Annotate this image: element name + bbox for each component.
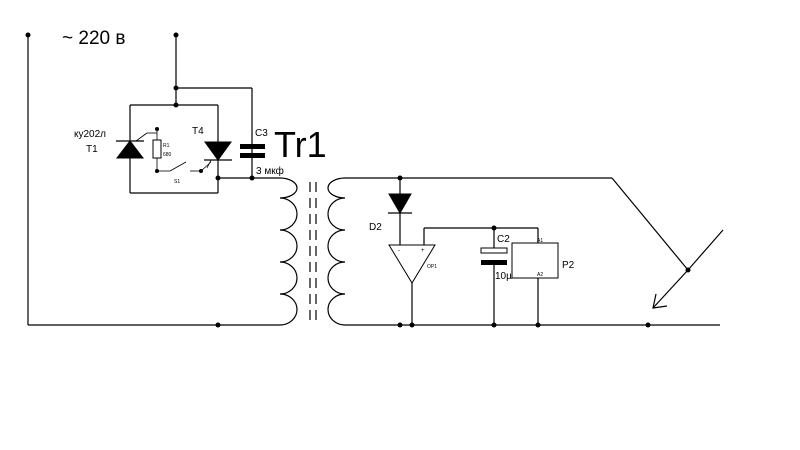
relay-p2-symbol xyxy=(511,242,559,279)
secondary-wiring xyxy=(345,177,724,326)
thyristor-t1-ref: T1 xyxy=(86,144,98,155)
diode-d2-symbol xyxy=(388,193,412,214)
capacitor-c3-symbol xyxy=(240,144,265,158)
junction-dots xyxy=(25,32,691,328)
opamp-op1-plus: + xyxy=(421,248,425,254)
switch-s1-symbol xyxy=(155,161,212,173)
relay-p2-pin-a2: A2 xyxy=(537,272,543,278)
capacitor-c2-symbol xyxy=(480,247,508,265)
supply-label: ~ 220 в xyxy=(62,28,125,49)
opamp-op1-minus: - xyxy=(398,248,400,254)
resistor-r1-symbol xyxy=(152,127,162,170)
capacitor-c3-ref: C3 xyxy=(255,128,268,139)
opamp-op1-ref: OP1 xyxy=(427,264,437,270)
opamp-op1-symbol xyxy=(388,244,436,284)
thyristor-t4-symbol xyxy=(204,141,232,169)
diode-d2-ref: D2 xyxy=(369,222,382,233)
thyristor-t1-symbol xyxy=(115,132,157,159)
resistor-r1-value: 680 xyxy=(163,152,172,158)
primary-wiring xyxy=(27,35,280,326)
transformer-secondary-coil xyxy=(327,177,346,326)
transformer-core xyxy=(309,182,317,325)
transformer-ref: Tr1 xyxy=(274,124,327,165)
thyristor-t4-ref: T4 xyxy=(192,126,204,137)
capacitor-c3-value: 3 мкф xyxy=(256,165,284,177)
capacitor-c2-value: 10µ xyxy=(495,271,512,282)
electrode-arrow xyxy=(652,269,689,309)
capacitor-c2-ref: C2 xyxy=(497,234,510,245)
thyristor-t1-type: ку202л xyxy=(74,129,106,140)
resistor-r1-label: R1 xyxy=(163,143,170,149)
relay-p2-pin-a1: A1 xyxy=(537,238,543,244)
switch-s1-label: S1 xyxy=(174,179,180,185)
relay-p2-ref: P2 xyxy=(562,260,575,271)
transformer-primary-coil xyxy=(279,177,298,326)
